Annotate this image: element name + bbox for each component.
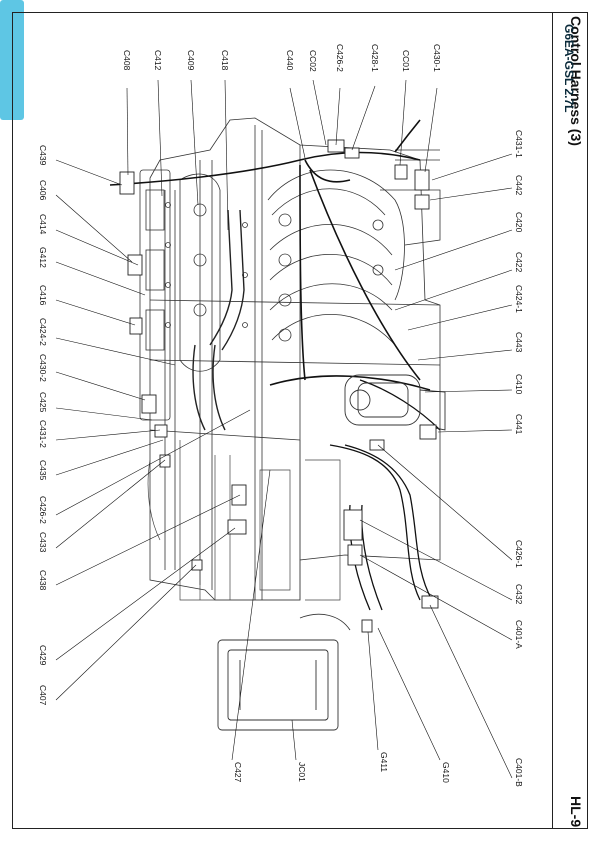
connector-label: C401-B	[514, 758, 524, 787]
connector-label: C431-2	[38, 420, 48, 448]
connector-label: C427	[233, 762, 243, 783]
connector-label: C430-2	[38, 354, 48, 382]
connector-label: C408	[122, 50, 132, 71]
connector-label: C429	[38, 645, 48, 666]
connector-label: C410	[514, 374, 524, 395]
connector-label: C430-1	[432, 44, 442, 72]
harness-right	[329, 379, 441, 611]
harness-tube-left	[192, 209, 245, 431]
intake-manifold	[267, 149, 441, 346]
connector-label: G410	[441, 762, 451, 783]
connector-label: C414	[38, 214, 48, 235]
connector-label: C426-1	[514, 540, 524, 568]
starter-motor	[344, 374, 446, 431]
connector-label: C432	[514, 584, 524, 605]
connector-label: G411	[379, 752, 389, 772]
connector-label: C426-2	[335, 44, 345, 72]
junction-box-jc01	[217, 613, 351, 731]
title-strip	[552, 12, 588, 829]
connector-label: G412	[38, 247, 48, 268]
connector-label: C418	[220, 50, 230, 71]
harness-bundle-top	[109, 119, 431, 391]
connector-label: C443	[514, 332, 524, 353]
connector-label: C409	[186, 50, 196, 71]
lower-connectors	[191, 484, 439, 633]
connector-label: C435	[38, 460, 48, 481]
connector-label: C422	[514, 252, 524, 273]
upper-connectors	[327, 139, 437, 451]
connector-label: C426-2	[38, 496, 48, 524]
connector-label: C412	[153, 50, 163, 71]
connector-label: C416	[38, 285, 48, 306]
connector-label: C438	[38, 570, 48, 591]
left-connectors	[119, 171, 171, 468]
connector-label: CC01	[401, 50, 411, 72]
connector-label: C424-1	[514, 285, 524, 313]
connector-label: C440	[285, 50, 295, 71]
connector-label: C420	[514, 212, 524, 233]
connector-label: C428-1	[370, 44, 380, 72]
connector-label: C425	[38, 392, 48, 413]
page-frame	[12, 12, 588, 829]
connector-label: C439	[38, 145, 48, 166]
connector-label: C424-2	[38, 318, 48, 346]
connector-label: C407	[38, 685, 48, 706]
connector-label: JC01	[297, 762, 307, 782]
connector-label: C406	[38, 180, 48, 201]
connector-label: CC02	[308, 50, 318, 72]
connector-label: C431-1	[514, 130, 524, 158]
connector-label: C441	[514, 414, 524, 435]
callout-labels: C408 C412 C409 C418 C440 CC02 C426-2 C42…	[38, 44, 524, 787]
connector-label: C442	[514, 175, 524, 196]
connector-label: C401-A	[514, 620, 524, 649]
connector-label: C433	[38, 532, 48, 553]
leader-lines	[55, 79, 513, 779]
